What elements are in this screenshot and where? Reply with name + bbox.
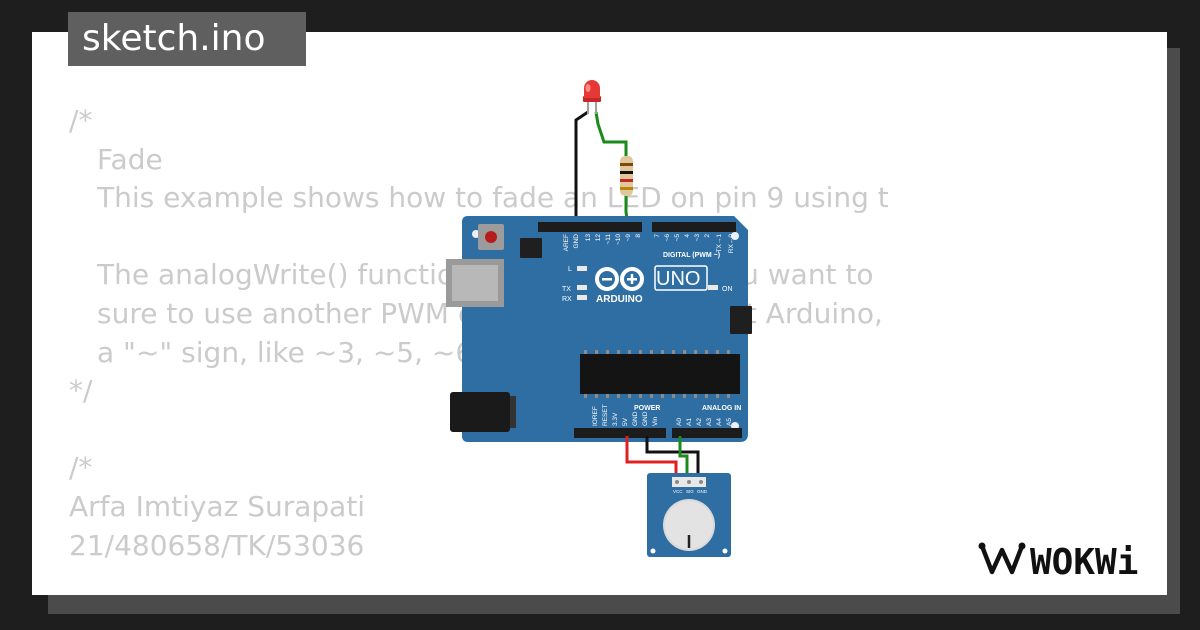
wokwi-logo[interactable]: WOKWi — [978, 536, 1148, 582]
tx-label: TX — [562, 286, 571, 293]
resistor[interactable] — [620, 156, 633, 196]
pin-label: AREF — [563, 234, 570, 251]
pin-label: A1 — [686, 418, 693, 426]
pin-label: 8 — [635, 234, 642, 238]
pin-label: 12 — [595, 234, 602, 242]
pin-label: GND — [632, 411, 639, 426]
file-tab-label: sketch.ino — [82, 18, 266, 59]
digital-header-low — [652, 222, 736, 232]
l-label: L — [568, 266, 572, 273]
digital-pwm-label: DIGITAL (PWM ~) — [663, 252, 720, 259]
pin-label: ~11 — [605, 234, 612, 245]
pin-label: GND — [573, 234, 580, 249]
code-line: Fade — [97, 142, 163, 176]
pin-label: A3 — [706, 418, 713, 426]
code-line: Arfa Imtiyaz Surapati — [69, 489, 366, 523]
led-rx-indicator — [577, 295, 587, 300]
led-on-indicator — [708, 285, 718, 290]
pin-label: GND — [642, 411, 649, 426]
potentiometer[interactable]: VCC SIG GND — [647, 473, 731, 557]
pin-label: ~10 — [615, 234, 622, 245]
analog-in-label: ANALOG IN — [702, 405, 741, 412]
pin-label: Vin — [652, 416, 659, 426]
pin-label: TX→1 — [716, 234, 723, 253]
rx-label: RX — [562, 296, 572, 303]
pot-pin-label: SIG — [686, 489, 694, 494]
pin-label: A2 — [696, 418, 703, 426]
code-line: */ — [69, 374, 93, 408]
arduino-uno-board[interactable]: UNO ARDUINO ON L TX RX DIGITAL (PWM ~) P… — [446, 216, 752, 442]
code-line: This example shows how to fade an LED on… — [97, 181, 889, 215]
led[interactable] — [583, 80, 601, 114]
file-tab[interactable]: sketch.ino — [68, 12, 306, 66]
pin-label: 13 — [585, 234, 592, 242]
pin-label: 2 — [704, 234, 711, 238]
led-l-indicator — [577, 266, 587, 271]
analog-header — [672, 428, 742, 438]
pin-label: 3.3V — [612, 412, 619, 426]
pin-label: IOREF — [592, 406, 599, 426]
pin-label: A0 — [676, 418, 683, 426]
pot-signal-wire — [678, 436, 689, 480]
led-tx-indicator — [577, 285, 587, 290]
pin-label: 5V — [622, 417, 629, 426]
power-label: POWER — [634, 405, 660, 412]
led-anode-wire — [594, 111, 628, 156]
pin-label: 7 — [654, 234, 661, 238]
power-header — [574, 428, 666, 438]
pin-label: ~5 — [674, 234, 681, 242]
pin-label: ~3 — [694, 234, 701, 242]
pin-label: A5 — [726, 418, 733, 426]
pot-gnd-wire — [645, 436, 700, 480]
pin-label: ~6 — [664, 234, 671, 242]
atmega-chip — [580, 354, 740, 394]
code-line: /* — [69, 104, 93, 137]
code-line: 21/480658/TK/53036 — [69, 528, 365, 562]
power-jack — [450, 392, 510, 432]
pot-vcc-wire — [625, 436, 678, 480]
digital-header-high — [538, 222, 642, 232]
logo-text: WOKWi — [1030, 542, 1138, 582]
pin-label: RX←0 — [728, 234, 735, 254]
pot-pin-label: GND — [697, 489, 708, 494]
board-model-label: UNO — [656, 268, 700, 290]
arduino-infinity-logo — [595, 267, 644, 291]
board-brand-label: ARDUINO — [596, 294, 643, 305]
pin-label: ~9 — [625, 234, 632, 242]
pin-label: RESET — [602, 404, 609, 426]
pin-label: 4 — [684, 234, 691, 238]
led-cathode-wire — [574, 110, 589, 226]
pin-label: A4 — [716, 418, 723, 426]
code-line: /* — [69, 451, 93, 485]
pot-pin-label: VCC — [673, 489, 683, 494]
on-label: ON — [722, 286, 733, 293]
